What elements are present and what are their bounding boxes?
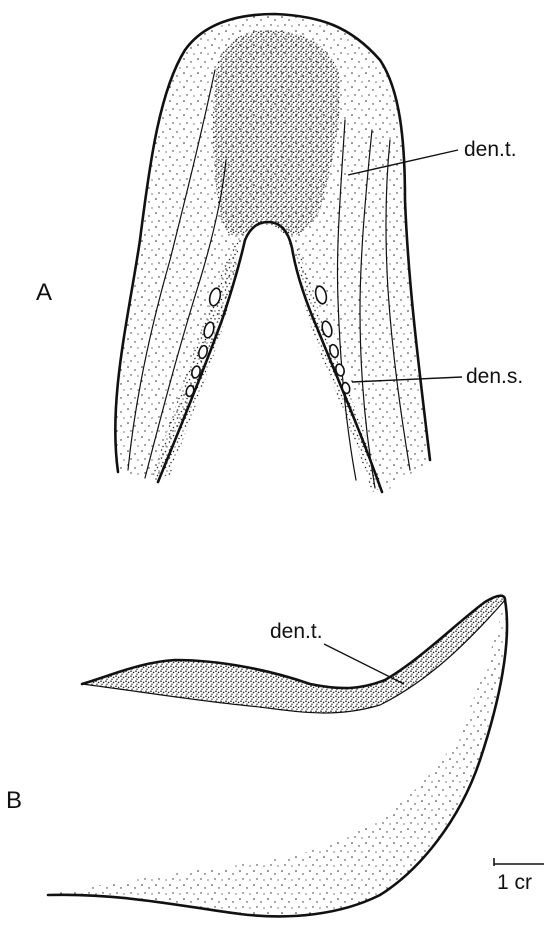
scale-bar: 1 cr — [494, 858, 544, 894]
den-s-label: den.s. — [466, 365, 523, 388]
panel-a-jaw — [115, 14, 430, 492]
panel-a-label: A — [36, 279, 52, 306]
panel-a-symphysis-shade — [213, 30, 340, 236]
panel-b-jaw — [48, 596, 507, 917]
panel-b-upper-band — [82, 596, 505, 713]
scale-bar-label: 1 cr — [497, 871, 532, 894]
den-t-label-a: den.t. — [464, 138, 517, 161]
panel-b-label: B — [6, 787, 22, 814]
den-t-label-b: den.t. — [270, 620, 323, 643]
den-t-leader-b — [324, 644, 404, 684]
